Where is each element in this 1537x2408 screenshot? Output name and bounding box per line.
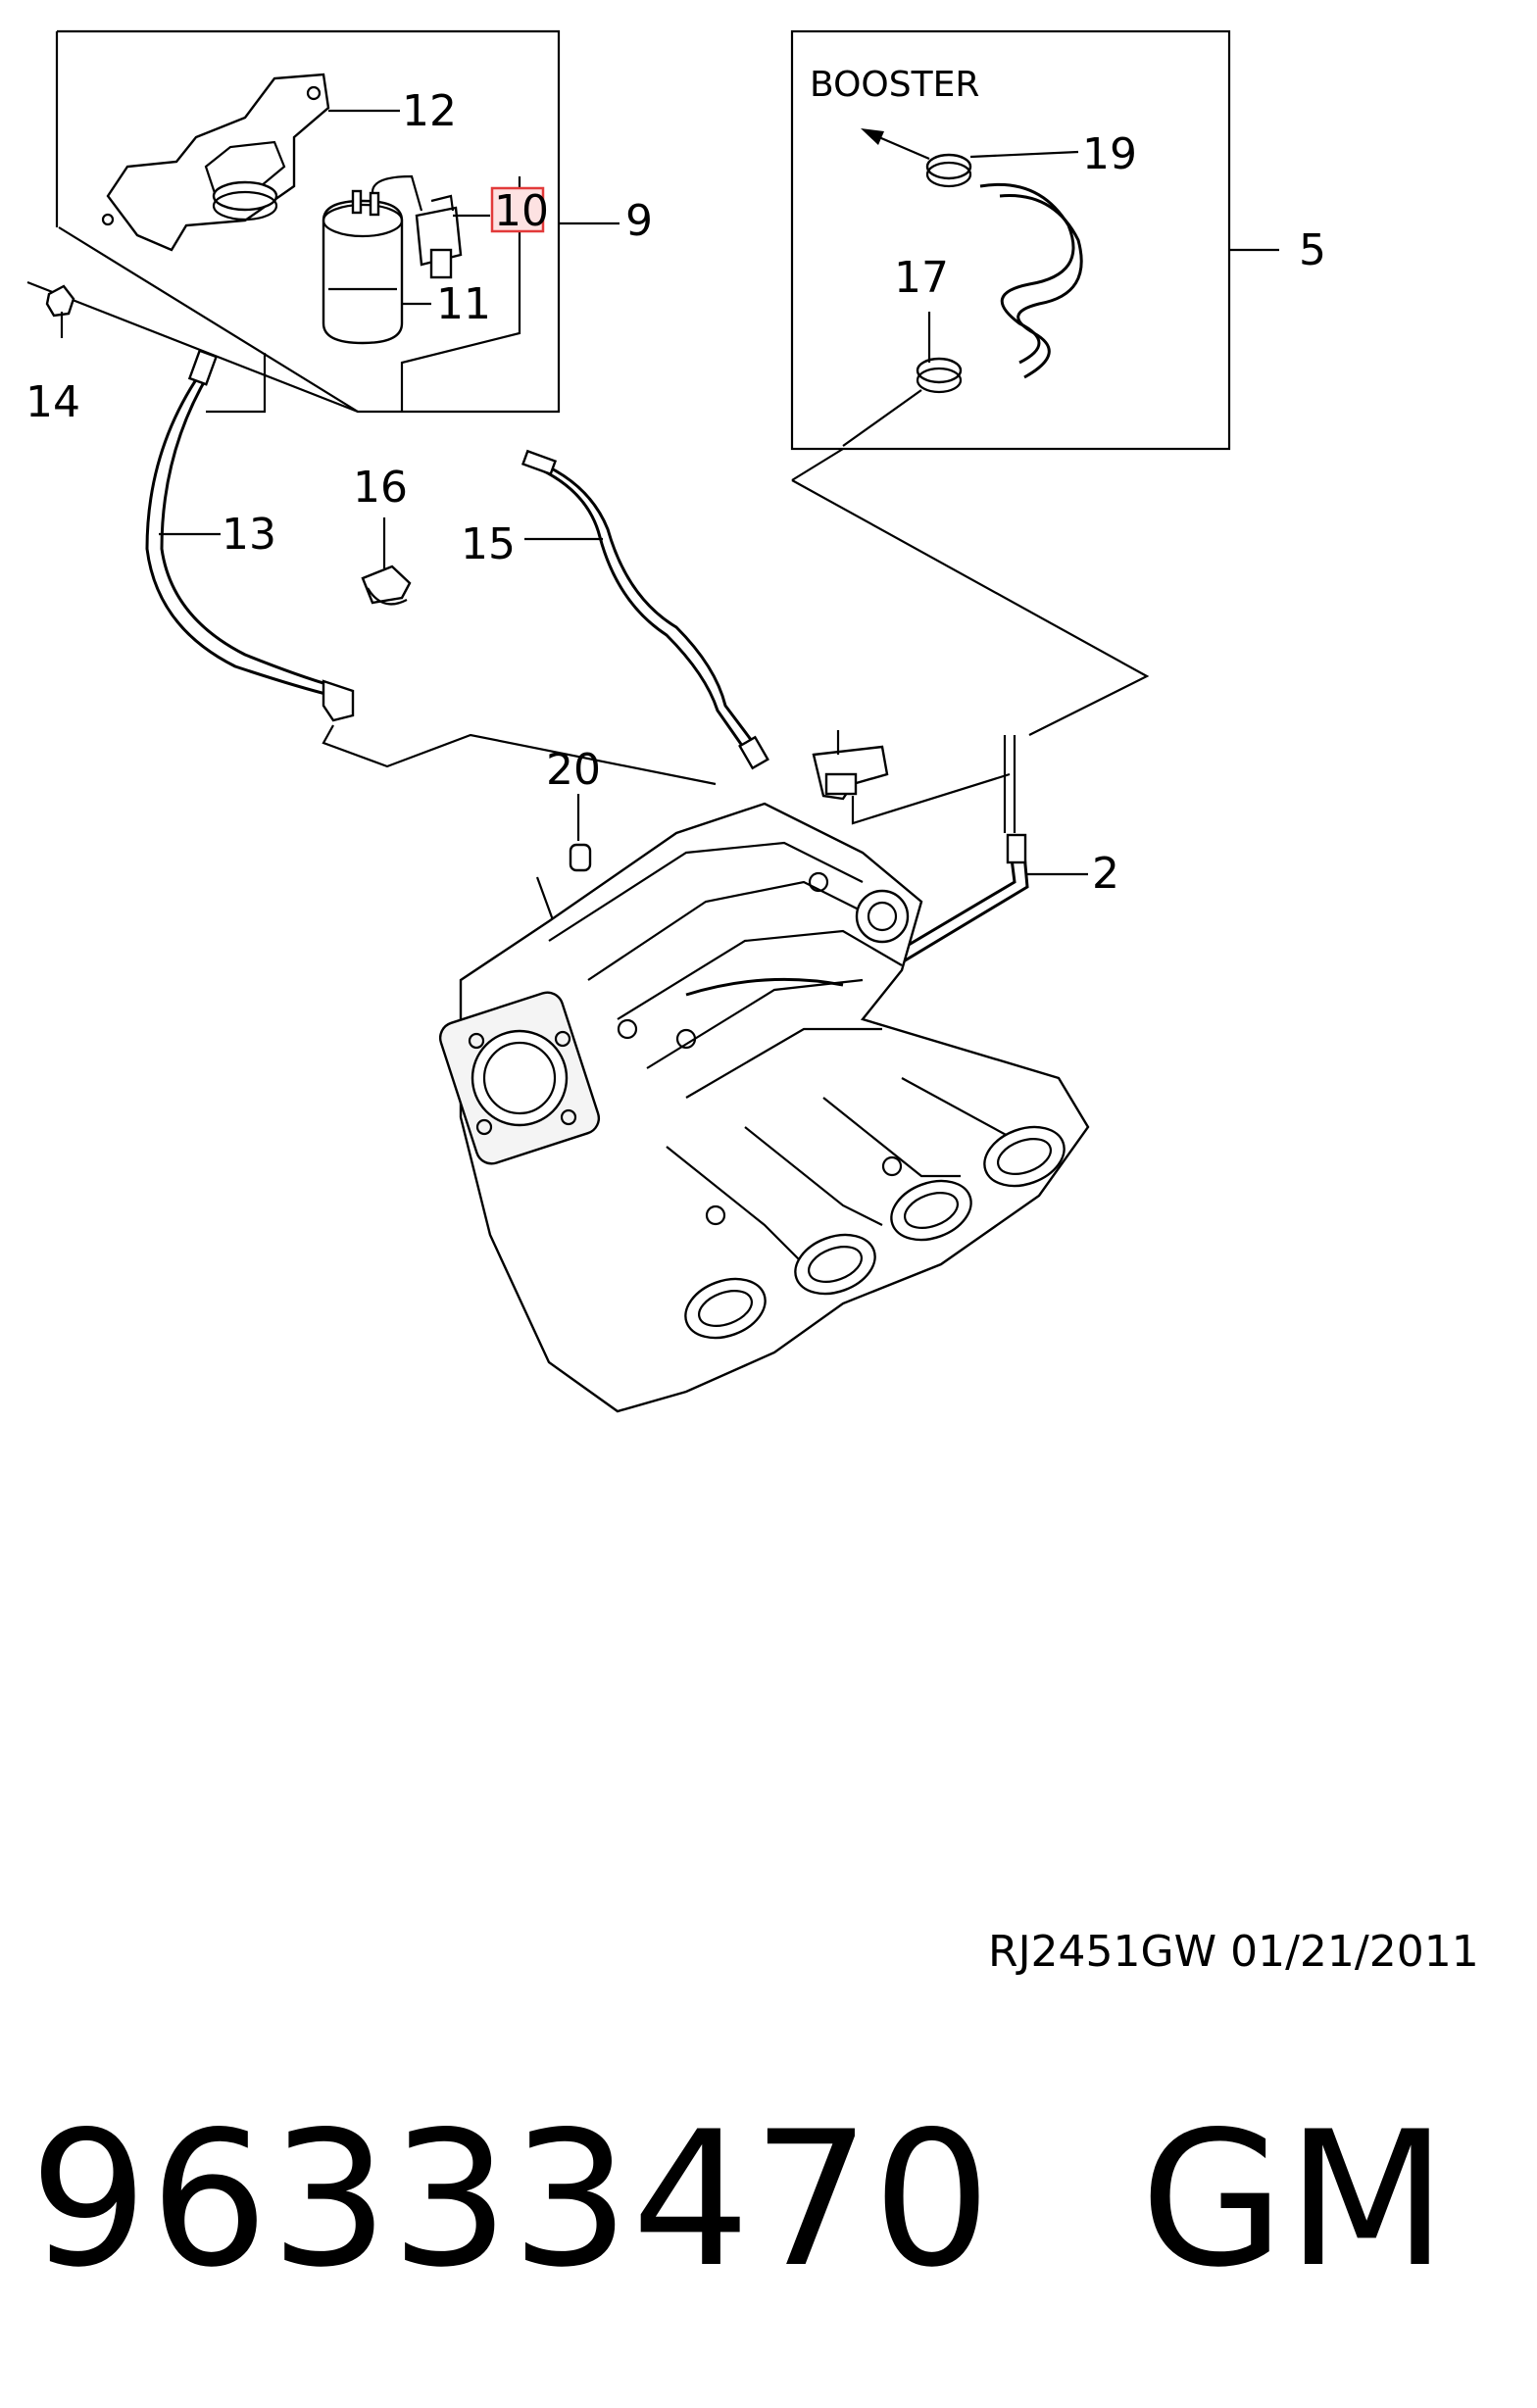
callout-15: 15 — [461, 519, 516, 569]
callout-13: 13 — [222, 510, 276, 560]
canister-part — [322, 199, 404, 345]
callout-11: 11 — [436, 279, 491, 329]
callout-19: 19 — [1082, 129, 1137, 179]
callout-5: 5 — [1299, 225, 1326, 275]
clamp-part-17 — [916, 312, 963, 394]
hose-part-13 — [145, 349, 355, 722]
callout-2: 2 — [1092, 849, 1119, 899]
canister-detail-box — [26, 29, 620, 414]
callout-14: 14 — [25, 377, 80, 427]
brand-name: GM — [1140, 2091, 1450, 2308]
intake-manifold-part — [438, 802, 1090, 1413]
vacuum-hose-part — [979, 182, 1075, 365]
callout-20: 20 — [546, 745, 601, 795]
highlight-box-10 — [490, 186, 545, 233]
nut-part — [45, 284, 75, 338]
revision-code: RJ2451GW 01/21/2011 — [988, 1927, 1479, 1977]
booster-label: BOOSTER — [810, 65, 979, 105]
booster-detail-box — [790, 29, 1279, 451]
clip-part-16 — [361, 517, 412, 606]
sensor-part — [812, 730, 1011, 825]
hose-part-15 — [521, 449, 769, 770]
part-number: 96333470 — [29, 2091, 994, 2308]
clamp-part-19 — [925, 150, 1079, 188]
callout-16: 16 — [353, 463, 408, 513]
callout-12: 12 — [402, 86, 457, 136]
callout-9: 9 — [625, 196, 653, 246]
callout-10: 10 — [494, 186, 549, 236]
bracket-part — [106, 73, 330, 252]
callout-17: 17 — [894, 253, 949, 303]
